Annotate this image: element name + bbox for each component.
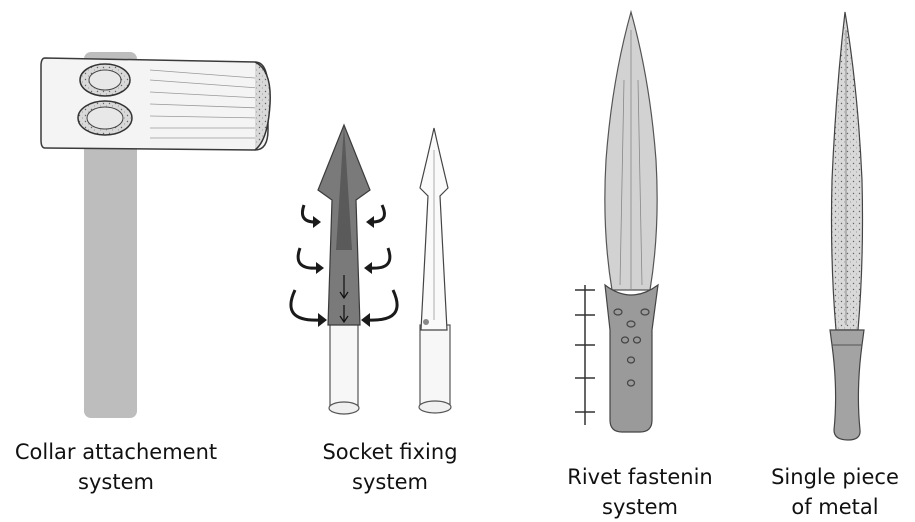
caption-socket-line2: system xyxy=(300,467,480,497)
caption-collar-line2: system xyxy=(0,467,232,497)
caption-single-piece: Single piece of metal xyxy=(755,462,915,522)
caption-rivet-line1: Rivet fastenin xyxy=(555,462,725,492)
caption-socket-line1: Socket fixing xyxy=(300,437,480,467)
rivet-dagger-hilt xyxy=(605,285,658,432)
socket-spear-dark xyxy=(291,125,397,414)
single-piece-dagger xyxy=(830,12,864,440)
scale-bar xyxy=(575,285,595,425)
caption-socket-fixing: Socket fixing system xyxy=(300,437,480,497)
caption-rivet-fastening: Rivet fastenin system xyxy=(555,462,725,522)
caption-single-line2: of metal xyxy=(755,492,915,522)
caption-collar-line1: Collar attachement xyxy=(0,437,232,467)
collar-attachment-axe xyxy=(41,52,270,418)
spear-shaft-left xyxy=(330,320,358,408)
single-piece-hilt xyxy=(830,330,864,440)
caption-single-line1: Single piece xyxy=(755,462,915,492)
spear-rivet-hole xyxy=(423,319,429,325)
socket-spear-light xyxy=(419,128,451,413)
single-piece-blade xyxy=(832,12,863,330)
caption-rivet-line2: system xyxy=(555,492,725,522)
caption-collar-attachment: Collar attachement system xyxy=(0,437,232,497)
rivet-dagger xyxy=(575,12,658,432)
